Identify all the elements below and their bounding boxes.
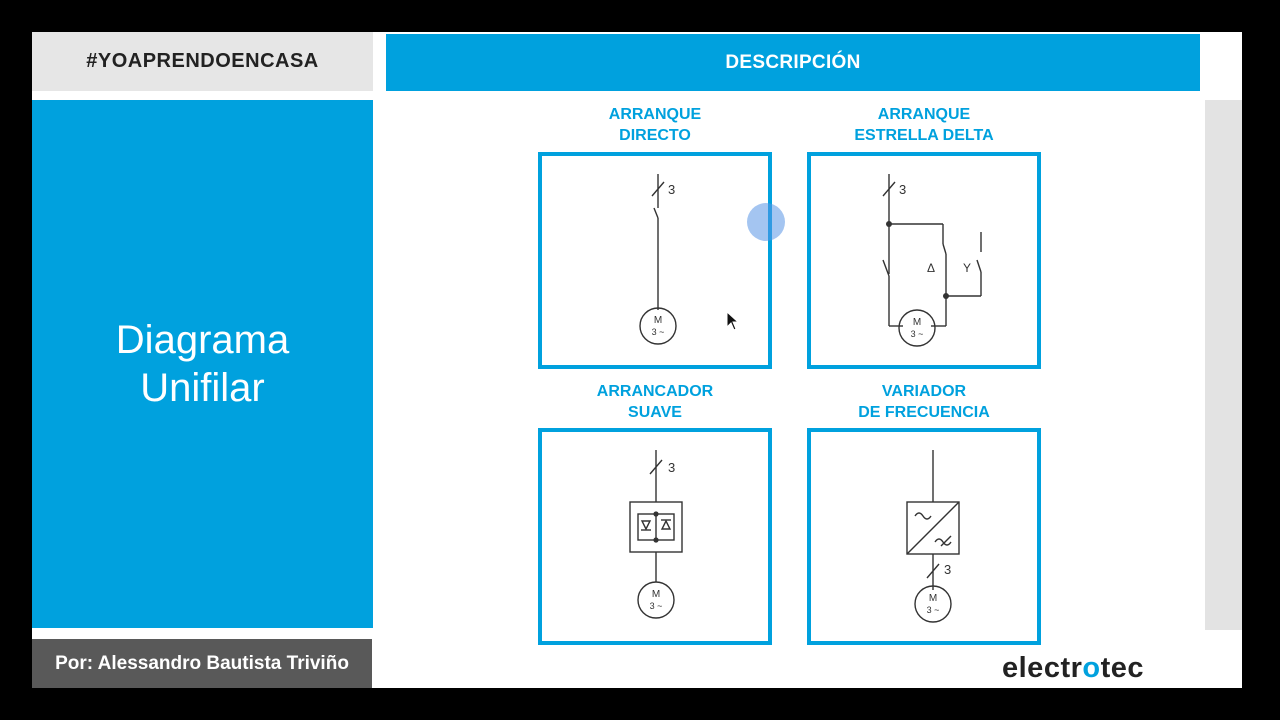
direct-start-diagram: 3 M 3 ~ bbox=[639, 174, 677, 345]
soft-starter-diagram: 3 M 3 ~ bbox=[629, 450, 683, 619]
diagram-title-line-2: DE FRECUENCIA bbox=[858, 404, 990, 421]
phase-tick bbox=[882, 181, 896, 197]
diagram-title-line-2: ESTRELLA DELTA bbox=[854, 127, 994, 144]
motor-sublabel: 3 ~ bbox=[911, 329, 924, 339]
thyristor-left bbox=[640, 520, 652, 531]
motor-circle bbox=[898, 309, 936, 347]
diagram-title-line-1: ARRANCADOR bbox=[596, 383, 714, 400]
diagram-title-estrella-delta: ARRANQUE ESTRELLA DELTA bbox=[808, 104, 1040, 146]
phase-tick bbox=[926, 563, 940, 579]
title-panel: Diagrama Unifilar bbox=[32, 100, 373, 628]
diagram-title-line-1: VARIADOR bbox=[881, 383, 967, 400]
thyristor-right bbox=[660, 519, 672, 530]
diagram-title-variador: VARIADOR DE FRECUENCIA bbox=[808, 381, 1040, 423]
motor-label: M bbox=[913, 317, 921, 328]
contactor-switch bbox=[653, 207, 659, 219]
slide-title-line-1: Diagrama bbox=[115, 318, 290, 362]
slide-title-line-2: Unifilar bbox=[140, 366, 265, 410]
diagram-box-estrella-delta: 3 Δ Y M 3 ~ bbox=[807, 152, 1041, 369]
electrotec-logo: electrotec bbox=[1002, 652, 1144, 685]
diagram-title-line-2: DIRECTO bbox=[619, 127, 691, 144]
variable-arrow bbox=[940, 535, 952, 547]
motor-sublabel: 3 ~ bbox=[650, 601, 663, 611]
logo-accent-o: o bbox=[1082, 652, 1101, 684]
slide: #YOAPRENDOENCASA DESCRIPCIÓN Diagrama Un… bbox=[32, 32, 1242, 688]
main-contactor bbox=[882, 259, 890, 277]
diagram-title-line-1: ARRANQUE bbox=[877, 106, 971, 123]
ac-output-wave bbox=[934, 538, 952, 546]
logo-part-3: tec bbox=[1100, 652, 1145, 684]
junction-dot bbox=[653, 511, 659, 517]
diagram-title-arrancador-suave: ARRANCADOR SUAVE bbox=[539, 381, 771, 423]
delta-label: Δ bbox=[927, 261, 935, 275]
junction-dot bbox=[653, 537, 659, 543]
ac-input-wave bbox=[914, 512, 932, 520]
cursor-highlight bbox=[747, 203, 785, 241]
motor-label: M bbox=[654, 315, 662, 326]
vfd-diagonal bbox=[906, 501, 960, 555]
phase-count-label: 3 bbox=[668, 182, 675, 197]
vfd-diagram: 3 M 3 ~ bbox=[906, 450, 960, 623]
diagram-box-variador: 3 M 3 ~ bbox=[807, 428, 1041, 645]
motor-label: M bbox=[652, 589, 660, 600]
diagram-title-line-1: ARRANQUE bbox=[608, 106, 702, 123]
phase-tick bbox=[649, 459, 663, 475]
star-contactor bbox=[976, 259, 982, 273]
author-bar: Por: Alessandro Bautista Triviño bbox=[32, 639, 372, 688]
section-header: DESCRIPCIÓN bbox=[386, 34, 1200, 91]
motor-sublabel: 3 ~ bbox=[652, 327, 665, 337]
motor-circle bbox=[637, 581, 675, 619]
phase-count-label: 3 bbox=[944, 562, 951, 577]
junction-dot bbox=[886, 221, 892, 227]
phase-count-label: 3 bbox=[668, 460, 675, 475]
motor-circle bbox=[914, 585, 952, 623]
diagram-title-arranque-directo: ARRANQUE DIRECTO bbox=[539, 104, 771, 146]
junction-dot bbox=[943, 293, 949, 299]
diagram-title-line-2: SUAVE bbox=[628, 404, 682, 421]
delta-contactor bbox=[942, 243, 947, 255]
logo-part-1: electr bbox=[1002, 652, 1083, 684]
phase-count-label: 3 bbox=[899, 182, 906, 197]
diagram-box-arrancador-suave: 3 M 3 ~ bbox=[538, 428, 772, 645]
diagram-box-arranque-directo: 3 M 3 ~ bbox=[538, 152, 772, 369]
motor-sublabel: 3 ~ bbox=[927, 605, 940, 615]
motor-circle bbox=[639, 307, 677, 345]
scrollbar[interactable] bbox=[1205, 100, 1242, 630]
phase-tick bbox=[651, 181, 665, 197]
star-label: Y bbox=[963, 261, 971, 275]
hashtag-label: #YOAPRENDOENCASA bbox=[32, 32, 373, 91]
star-delta-diagram: 3 Δ Y M 3 ~ bbox=[882, 174, 982, 347]
motor-label: M bbox=[929, 593, 937, 604]
mouse-pointer-icon bbox=[726, 311, 740, 331]
